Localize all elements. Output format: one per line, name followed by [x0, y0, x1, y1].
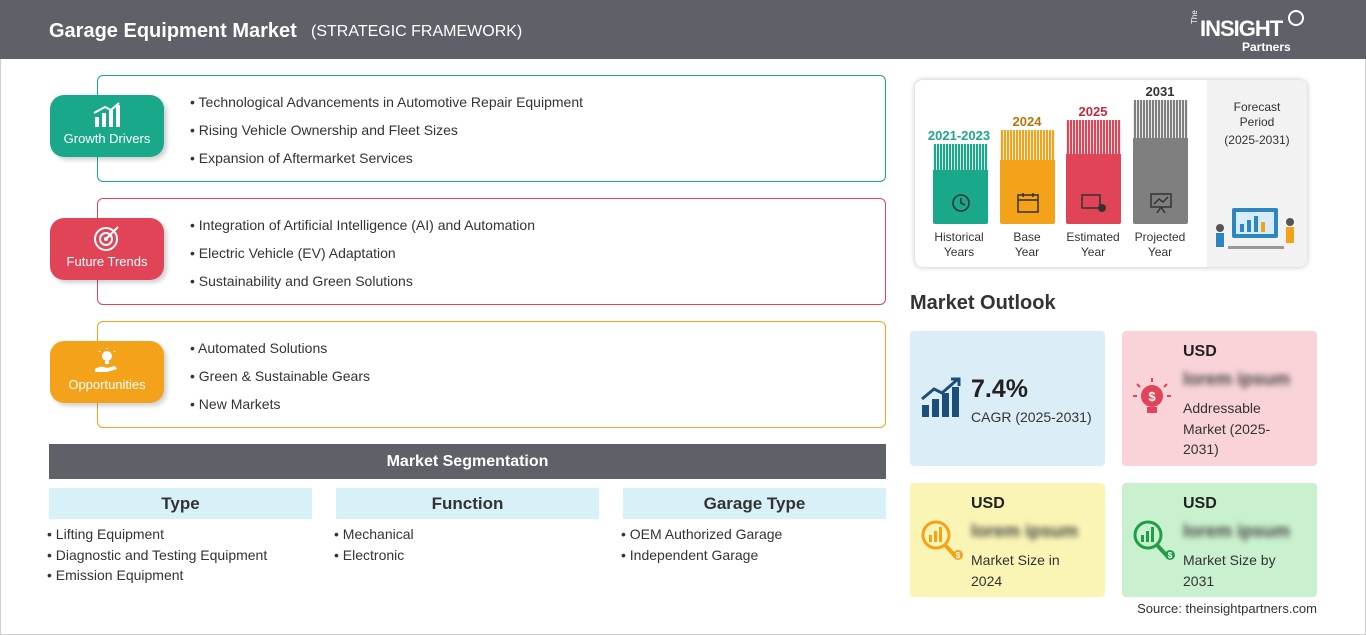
segment-heading-garage-type: Garage Type	[623, 488, 886, 519]
target-icon	[94, 226, 119, 251]
timeline-bar-historical	[933, 144, 988, 224]
list-item: • Electronic	[334, 546, 405, 563]
market-size-2024-label: Market Size in 2024	[971, 552, 1060, 589]
future-trends-badge: Future Trends	[50, 218, 164, 280]
svg-text:$: $	[956, 551, 961, 560]
growth-bars-icon	[921, 377, 961, 417]
timeline-year-base: 2024	[1012, 114, 1042, 129]
lightbulb-dollar-icon: $	[1133, 378, 1171, 413]
market-outlook-title: Market Outlook	[910, 292, 1056, 314]
growth-chart-icon	[93, 102, 120, 127]
list-item: • OEM Authorized Garage	[621, 526, 783, 542]
page-title: Garage Equipment Market	[49, 20, 297, 42]
growth-drivers-list: • Technological Advancements in Automoti…	[190, 94, 583, 178]
addressable-market-card: USD lorem ipsum $ Addressable Market (20…	[1122, 331, 1317, 466]
list-item: • Integration of Artificial Intelligence…	[190, 217, 535, 233]
timeline-year-historical: 2021-2023	[927, 128, 991, 143]
opportunities-panel: • Automated Solutions • Green & Sustaina…	[97, 321, 886, 428]
header-bar: Garage Equipment Market (STRATEGIC FRAME…	[0, 0, 1366, 59]
svg-text:$: $	[1148, 389, 1156, 404]
timeline-bar-projected	[1133, 100, 1188, 224]
market-size-2024-card: USD lorem ipsum $ Market Size in 2024	[910, 483, 1105, 597]
currency-label: USD	[1183, 343, 1217, 360]
insight-partners-logo[interactable]: The INSIGHT Partners	[1190, 10, 1310, 54]
cagr-label: CAGR (2025-2031)	[971, 409, 1092, 425]
timeline-bar-estimated	[1066, 120, 1121, 224]
history-clock-icon	[952, 194, 970, 212]
page-subtitle: (STRATEGIC FRAMEWORK)	[311, 23, 523, 40]
forecast-period-label: Period	[1239, 115, 1275, 129]
cagr-card: 7.4% CAGR (2025-2031)	[910, 331, 1105, 466]
market-size-2031-label: Market Size by 2031	[1183, 552, 1276, 589]
list-item: • Sustainability and Green Solutions	[190, 273, 413, 289]
list-item: • Mechanical	[334, 526, 414, 542]
market-segmentation-header: Market Segmentation	[49, 444, 886, 479]
timeline-year-estimated: 2025	[1078, 104, 1108, 119]
forecast-label: Forecast	[1233, 100, 1281, 114]
forecast-range-label: (2025-2031)	[1224, 133, 1290, 147]
blurred-value: lorem ipsum	[1183, 369, 1291, 389]
list-item: • Technological Advancements in Automoti…	[190, 94, 583, 110]
segment-list-function: • Mechanical • Electronic	[334, 526, 414, 567]
currency-label: USD	[971, 495, 1005, 512]
timeline-bar-base	[1000, 130, 1055, 224]
magnifier-chart-icon: $	[921, 520, 963, 560]
opportunities-badge: Opportunities	[50, 341, 164, 403]
list-item: • New Markets	[190, 396, 281, 412]
timeline-year-projected: 2031	[1145, 84, 1175, 99]
segment-list-type: • Lifting Equipment • Diagnostic and Tes…	[47, 526, 267, 588]
list-item: • Electric Vehicle (EV) Adaptation	[190, 245, 396, 261]
future-trends-list: • Integration of Artificial Intelligence…	[190, 217, 535, 301]
segment-list-garage-type: • OEM Authorized Garage • Independent Ga…	[621, 526, 782, 567]
list-item: • Independent Garage	[621, 546, 759, 563]
list-item: • Emission Equipment	[47, 567, 184, 583]
blurred-value: lorem ipsum	[1183, 521, 1291, 541]
lightbulb-hand-icon	[95, 348, 117, 372]
segment-heading-type: Type	[49, 488, 312, 519]
list-item: • Rising Vehicle Ownership and Fleet Siz…	[190, 122, 458, 138]
magnifier-chart-icon: $	[1133, 520, 1175, 560]
segment-heading-function: Function	[336, 488, 599, 519]
addressable-market-label: Addressable Market (2025-2031)	[1183, 400, 1271, 457]
future-trends-panel: • Integration of Artificial Intelligence…	[97, 198, 886, 305]
currency-label: USD	[1183, 495, 1217, 512]
list-item: • Expansion of Aftermarket Services	[190, 150, 413, 166]
opportunities-list: • Automated Solutions • Green & Sustaina…	[190, 340, 370, 424]
list-item: • Automated Solutions	[190, 340, 328, 356]
presentation-icon	[1150, 193, 1172, 214]
list-item: • Green & Sustainable Gears	[190, 368, 371, 384]
list-item: • Lifting Equipment	[47, 526, 164, 542]
analysts-illustration-icon	[1216, 208, 1294, 249]
blurred-value: lorem ipsum	[971, 521, 1079, 541]
growth-drivers-badge: Growth Drivers	[50, 95, 164, 157]
source-citation: Source: theinsightpartners.com	[1137, 601, 1317, 616]
calendar-icon	[1017, 193, 1039, 213]
analysis-icon	[1081, 194, 1106, 212]
market-size-2031-card: USD lorem ipsum $ Market Size by 2031	[1122, 483, 1317, 597]
cagr-value: 7.4%	[971, 375, 1028, 403]
growth-drivers-panel: • Technological Advancements in Automoti…	[97, 75, 886, 182]
list-item: • Diagnostic and Testing Equipment	[47, 546, 268, 563]
svg-text:$: $	[1168, 551, 1173, 560]
